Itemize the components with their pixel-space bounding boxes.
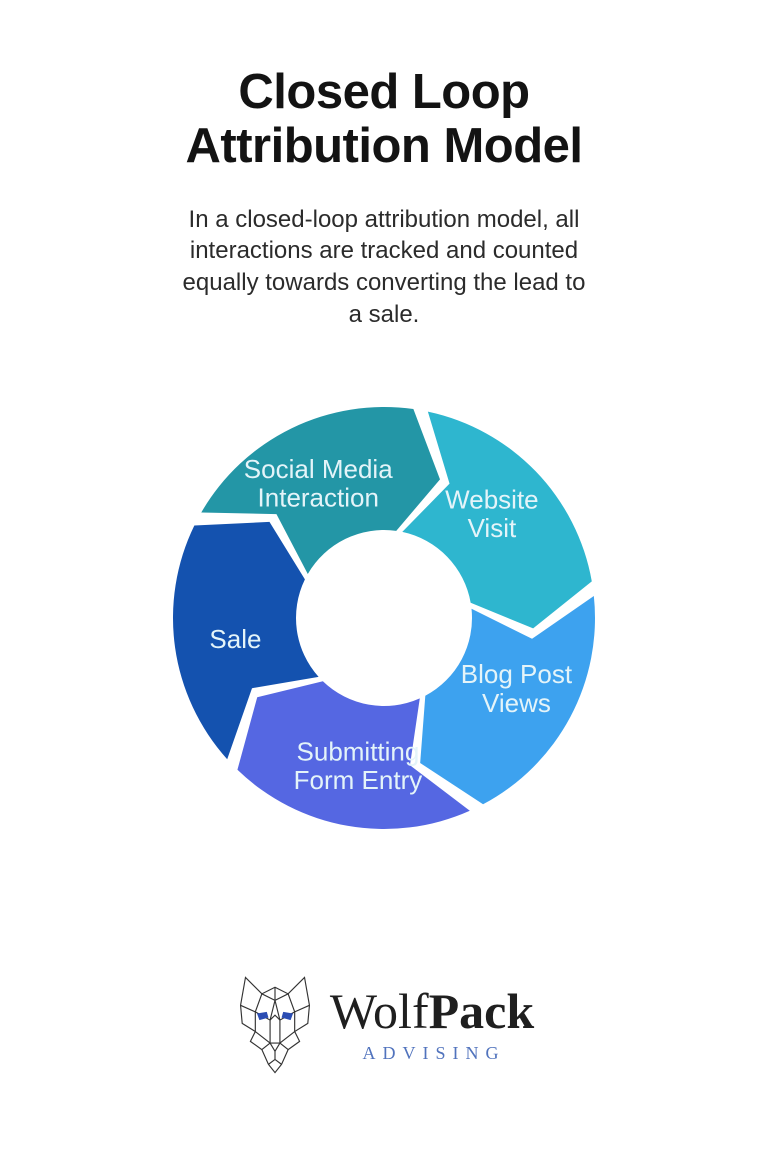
brand-subtitle: ADVISING	[362, 1043, 506, 1063]
description-line: a sale.	[348, 300, 420, 328]
description: In a closed-loop attribution model, all …	[114, 204, 654, 331]
description-line: In a closed-loop attribution model, all	[188, 205, 580, 233]
brand-name-regular: Wolf	[329, 983, 429, 1039]
brand-name: WolfPack	[330, 986, 534, 1036]
cycle-segment-label: Sale	[209, 624, 261, 654]
cycle-segment-sale	[172, 521, 319, 760]
page-title: Closed Loop Attribution Model	[0, 65, 768, 174]
cycle-segment-website-visit	[402, 411, 592, 629]
description-line: interactions are tracked and counted	[189, 237, 579, 265]
cycle-segment-blog-post-views	[420, 595, 595, 805]
brand-footer: WolfPack ADVISING	[0, 972, 768, 1078]
description-line: equally towards converting the lead to	[182, 269, 586, 297]
brand-text: WolfPack ADVISING	[330, 986, 534, 1064]
title-line-2: Attribution Model	[185, 118, 583, 173]
cycle-segment-submitting-form-entry	[237, 681, 470, 829]
title-line-1: Closed Loop	[238, 65, 530, 119]
brand-name-bold: Pack	[428, 983, 535, 1039]
wolf-logo-icon	[239, 976, 310, 1074]
header: Closed Loop Attribution Model In a close…	[0, 0, 768, 330]
cycle-segment-social-media-interaction	[201, 406, 440, 574]
